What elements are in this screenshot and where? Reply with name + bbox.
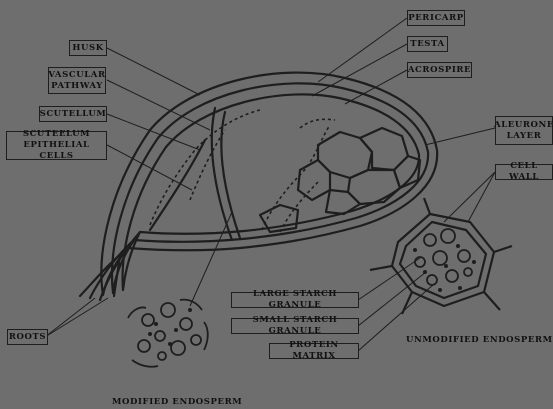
testa-outline bbox=[123, 94, 419, 290]
large-starch-granule bbox=[427, 275, 437, 285]
modified-starch-granule bbox=[138, 340, 150, 352]
small-starch-granule bbox=[444, 264, 448, 268]
label-roots: ROOTS bbox=[7, 329, 48, 345]
small-starch-granule bbox=[456, 244, 460, 248]
label-aleurone-layer: ALEURONE LAYER bbox=[495, 116, 553, 145]
label-vascular-pathway: VASCULAR PATHWAY bbox=[48, 67, 106, 94]
label-small-starch-granule: SMALL STARCH GRANULE bbox=[231, 318, 359, 334]
large-starch-granule bbox=[441, 229, 455, 243]
modified-small-granule bbox=[168, 342, 172, 346]
leader-modified-endosperm bbox=[190, 212, 232, 306]
modified-starch-granule bbox=[171, 341, 185, 355]
label-husk: HUSK bbox=[69, 40, 107, 56]
leader-small-granule bbox=[358, 272, 426, 326]
leader-cell-wall-a bbox=[444, 172, 495, 222]
neighbor-cell-wall bbox=[484, 292, 500, 310]
leader-husk bbox=[107, 48, 200, 95]
leader-aleurone bbox=[425, 128, 495, 145]
acrospire-path bbox=[190, 130, 225, 200]
leader-roots-b bbox=[45, 298, 108, 337]
large-starch-granule bbox=[424, 234, 436, 246]
modified-starch-granule bbox=[142, 314, 154, 326]
small-starch-granule bbox=[438, 288, 442, 292]
large-starch-granule bbox=[464, 268, 472, 276]
unmodified-cell-wall-inner bbox=[400, 222, 486, 298]
modified-starch-granule bbox=[155, 331, 165, 341]
label-pericarp: PERICARP bbox=[407, 10, 465, 26]
neighbor-cell-wall bbox=[370, 266, 392, 270]
neighbor-cell-wall bbox=[494, 246, 512, 252]
modified-small-granule bbox=[154, 322, 158, 326]
small-starch-granule bbox=[458, 286, 462, 290]
leader-vascular bbox=[107, 80, 210, 130]
small-starch-granule bbox=[472, 260, 476, 264]
scutellum-inner bbox=[150, 140, 205, 230]
modified-matrix-fragment bbox=[132, 360, 158, 367]
leader-pericarp bbox=[318, 18, 407, 82]
leader-roots-a bbox=[45, 298, 95, 337]
modified-small-granule bbox=[148, 332, 152, 336]
modified-starch-granule bbox=[180, 318, 192, 330]
modified-small-granule bbox=[188, 308, 192, 312]
large-starch-granule bbox=[433, 251, 447, 265]
label-testa: TESTA bbox=[407, 36, 448, 52]
endosperm-front bbox=[300, 119, 335, 128]
modified-small-granule bbox=[174, 328, 178, 332]
husk-outline bbox=[101, 73, 437, 295]
unmodified-cell-wall bbox=[392, 214, 494, 306]
modified-starch-granule bbox=[191, 335, 201, 345]
endosperm-front bbox=[262, 125, 330, 230]
endosperm-cell bbox=[298, 160, 330, 200]
large-starch-granule bbox=[446, 270, 458, 282]
caption-modified-endosperm: MODIFIED ENDOSPERM bbox=[112, 397, 242, 407]
modified-starch-granule bbox=[158, 352, 166, 360]
label-cell-wall: CELL WALL bbox=[495, 164, 553, 180]
modified-starch-granule bbox=[161, 303, 175, 317]
label-scutellum: SCUTELLUM bbox=[39, 106, 107, 122]
label-large-starch-granule: LARGE STARCH GRANULE bbox=[231, 292, 359, 308]
modified-matrix-fragment bbox=[204, 322, 208, 350]
small-starch-granule bbox=[413, 248, 417, 252]
leader-cell-wall-b bbox=[468, 172, 495, 222]
pericarp-outline bbox=[112, 83, 428, 293]
large-starch-granule bbox=[458, 250, 470, 262]
caption-unmodified-endosperm: UNMODIFIED ENDOSPERM bbox=[406, 335, 553, 345]
neighbor-cell-wall bbox=[424, 198, 430, 214]
label-acrospire: ACROSPIRE bbox=[407, 62, 472, 78]
label-protein-matrix: PROTEIN MATRIX bbox=[269, 343, 359, 359]
label-scuteelum-epithelial-cells: SCUTEELUM EPITHELIAL CELLS bbox=[6, 131, 107, 160]
